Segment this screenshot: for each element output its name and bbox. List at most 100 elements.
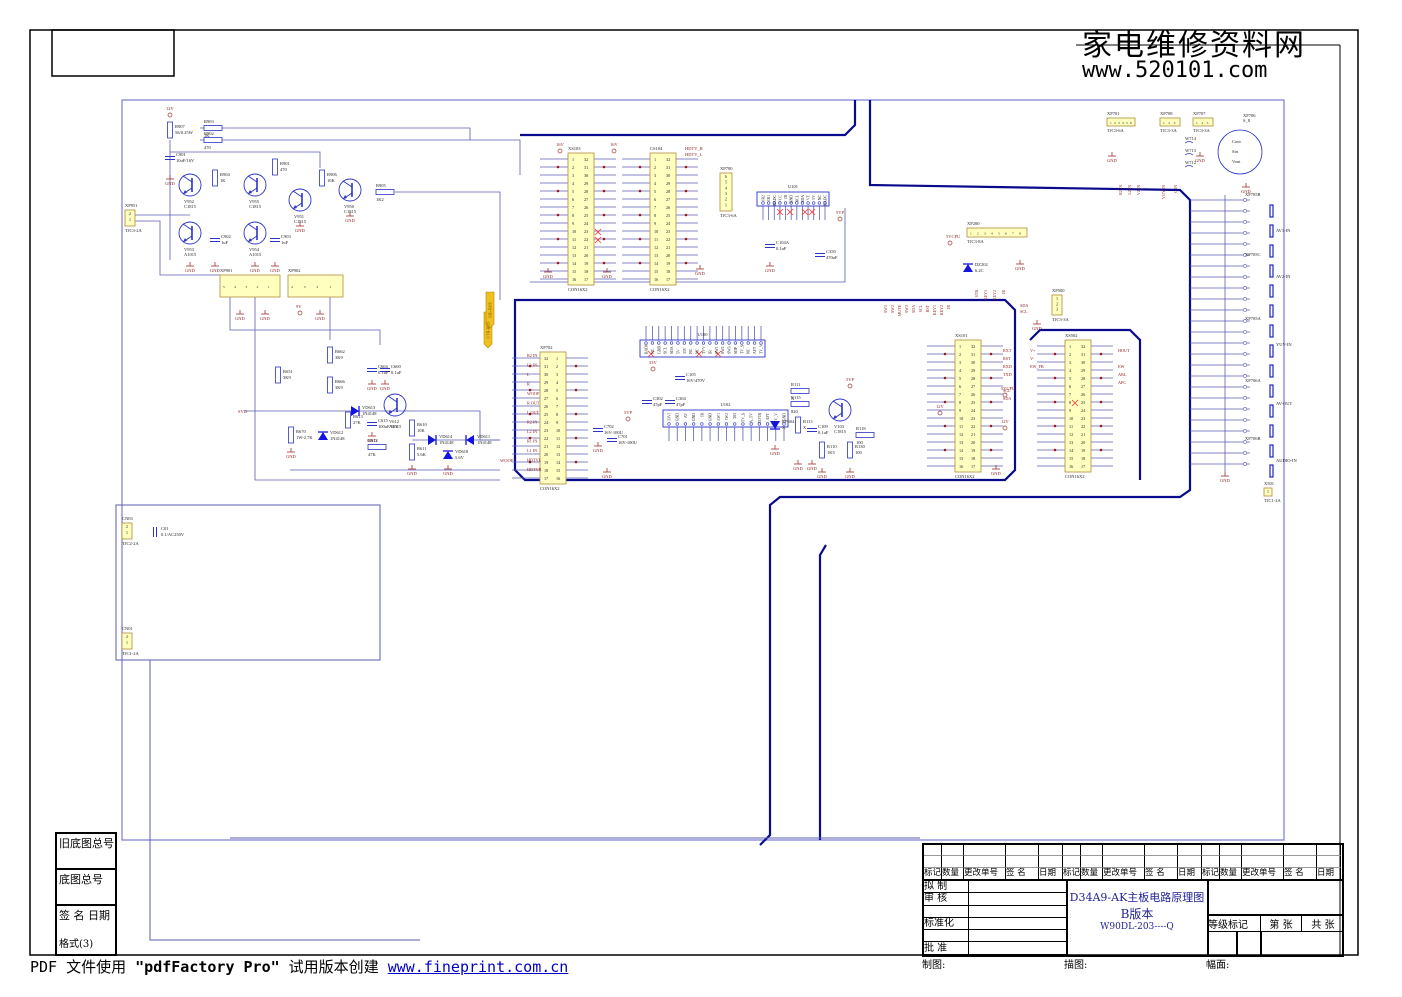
capacitor-value: 0.1uF	[818, 430, 829, 435]
ic-pin-name: LW1	[717, 413, 721, 421]
capacitor-icon	[270, 238, 280, 242]
transistor-circle	[288, 188, 312, 212]
revision-header: 标记	[1063, 867, 1081, 879]
drawing-number: W90DL-203----Q	[1100, 922, 1174, 932]
ground-icon	[381, 380, 389, 385]
transistor-icon	[178, 173, 202, 197]
capacitor-value: 1uF	[221, 240, 229, 245]
diode-ref: VD614	[439, 434, 453, 439]
resistor-ref: R118	[856, 426, 866, 431]
pdf-footer-prefix: PDF 文件使用	[30, 958, 136, 976]
jack-contact-icon	[1243, 418, 1247, 422]
connector-pin-number: 30	[666, 173, 670, 178]
connector-pin-number: 2	[1056, 301, 1058, 306]
ic-pin	[795, 201, 799, 205]
fineprint-link[interactable]: www.fineprint.com.cn	[387, 958, 569, 976]
connector-pin-number: 19	[1081, 448, 1085, 453]
connector-pin-number: 1	[572, 157, 574, 162]
net-label: L2 IN	[527, 429, 537, 434]
signal-bus-outline	[513, 298, 1017, 482]
connector-pin-number: 3	[245, 285, 247, 289]
connector-icon	[1263, 487, 1273, 497]
connector-body	[539, 351, 567, 485]
net-label: R OUT	[527, 401, 540, 406]
connector-pin-number: 2	[572, 165, 574, 170]
ground-icon	[1016, 260, 1024, 265]
connector-pin-number: 11	[556, 436, 560, 441]
ground-icon	[771, 445, 779, 450]
connector-pin-number: 29	[544, 380, 548, 385]
capacitor-ref: C104A	[776, 240, 790, 245]
capacitor-icon	[765, 244, 775, 248]
av-bus-outline	[759, 100, 1192, 846]
ic-pin	[716, 422, 720, 426]
connector-type: TJC1-2A	[1264, 498, 1282, 503]
diode-ref: VD613	[362, 405, 376, 410]
power-filter-box	[115, 504, 381, 661]
capacitor-ref: C701	[618, 434, 628, 439]
revision-cell	[1242, 856, 1284, 868]
connector-pin-number: 14	[572, 261, 577, 266]
ic-ref: U101	[788, 184, 798, 189]
ground-icon	[992, 465, 1000, 470]
resistor-icon	[409, 419, 415, 437]
revision-cell	[1317, 845, 1341, 857]
connector-pin-number: 22	[971, 424, 975, 429]
connector-pin-number: 32	[971, 344, 975, 349]
capacitor-value: 47pF	[653, 402, 663, 407]
ground-icon	[1108, 152, 1116, 157]
connector-pin-number: 3	[984, 232, 986, 236]
ic-pin	[757, 422, 761, 426]
drafted-by-label: 制图:	[922, 960, 946, 971]
revision-header: 标记	[924, 867, 942, 879]
transistor-ref: V103	[834, 424, 845, 429]
xp901-wire	[254, 297, 500, 481]
resistor-body	[327, 346, 333, 364]
ic-pin-name: VCC	[778, 195, 782, 203]
connector-pin-number: 2	[556, 364, 558, 369]
sheet-size-label: 幅面:	[1206, 960, 1230, 971]
ic-pin	[650, 341, 654, 345]
revision-cell	[1063, 856, 1081, 868]
diode-body	[466, 435, 474, 445]
switch-ref: W713	[1185, 148, 1197, 153]
junction-dot	[684, 165, 688, 169]
net-label: STB	[974, 290, 979, 298]
role-label: 批 准	[924, 942, 948, 954]
connector-pin-number: 15	[556, 468, 560, 473]
resistor-body	[212, 169, 218, 187]
revision-cell	[964, 856, 1006, 868]
resistor-value: 1W-2.7K	[296, 435, 313, 440]
connector-pin-number: 8	[654, 213, 656, 218]
power-net-label: 5VCPU	[1001, 386, 1016, 391]
junction-dot	[989, 448, 993, 452]
connector-type: TJC3-3A	[1193, 128, 1211, 133]
connector-pin-number: 20	[666, 253, 670, 258]
power-net-label: 12V	[936, 404, 945, 409]
connector-pin-number: 3	[556, 372, 558, 377]
resistor-value: 820	[791, 409, 799, 414]
capacitor-icon	[807, 428, 817, 432]
no-connect-icon	[1071, 399, 1079, 407]
capacitor-ref: C902	[221, 234, 231, 239]
ground-icon	[594, 442, 602, 447]
capacitor-value: 470uF	[826, 255, 838, 260]
transistor-circle	[828, 398, 852, 422]
connector-type: CON16X2	[568, 287, 588, 292]
diode-ref: DZ202	[975, 262, 988, 267]
connector-ref: XP902	[288, 268, 301, 273]
net-label: SCL	[1003, 388, 1011, 393]
junction-dot	[989, 424, 993, 428]
rca-jack-icon	[1269, 344, 1274, 358]
ic-pin-name: SCL	[664, 346, 668, 354]
revision-cell	[1006, 856, 1039, 868]
format-label: 格式(3)	[59, 939, 94, 950]
jack-contact-icon	[1243, 374, 1247, 378]
resistor-value: 56/0.25W	[175, 130, 194, 135]
jack-contact-icon	[1243, 242, 1247, 246]
resistor-value: 100	[855, 450, 863, 455]
bus-tag-label: SIG-BUS	[488, 302, 493, 318]
connector-pin-number: 24	[666, 221, 671, 226]
resistor-icon	[167, 121, 173, 139]
ic-pin	[812, 201, 816, 205]
